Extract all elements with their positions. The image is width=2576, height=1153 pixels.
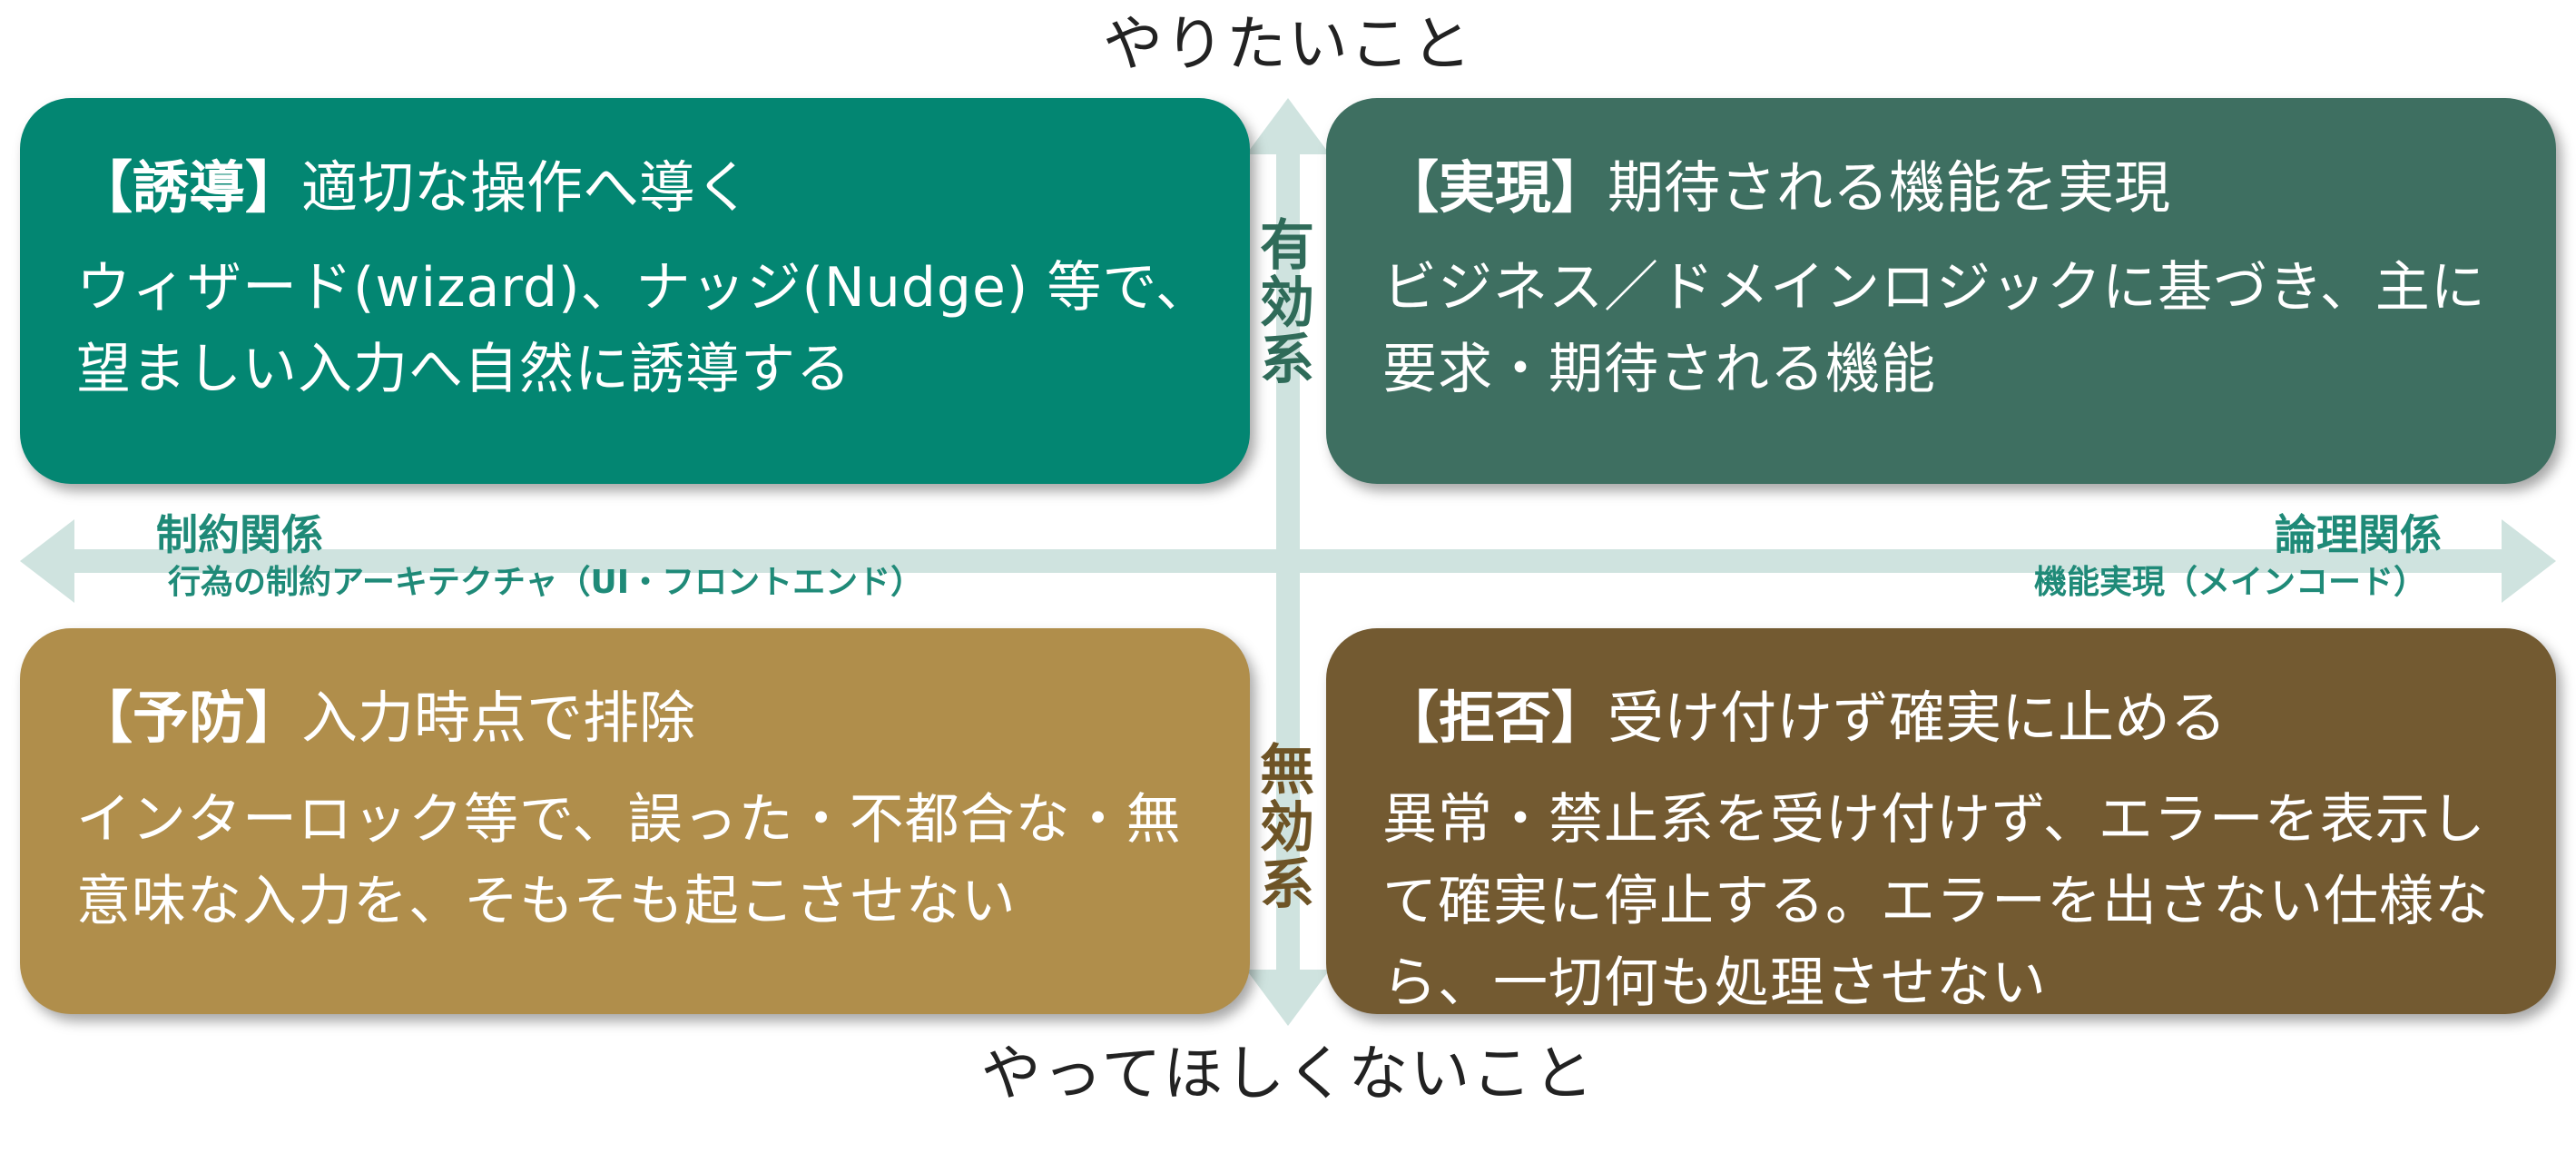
quadrant-description: インターロック等で、誤った・不都合な・無意味な入力を、そもそも起こさせない [76,788,1182,934]
quadrant-tag: 【予防】 [76,685,302,751]
axis-bottom-label: やってほしくないこと [980,1039,1596,1109]
left-arrow-head [20,519,74,603]
quadrant-title: 【実現】期待される機能を実現 [1382,154,2520,222]
quadrant-tag: 【誘導】 [76,154,302,221]
up-arrow-head [1246,98,1330,154]
quadrant-tag: 【実現】 [1382,154,1608,221]
down-arrow-head [1246,970,1330,1026]
vertical-label-char: 系 [1260,853,1314,917]
vertical-axis-line [1276,145,1300,985]
quadrant-description: ビジネス／ドメインロジックに基づき、主に要求・期待される機能 [1382,256,2486,402]
vertical-label-invalid: 無効系 [1251,743,1323,914]
quadrant-rejection: 【拒否】受け付けず確実に止める 異常・禁止系を受け付けず、エラーを表示して確実に… [1326,628,2556,1014]
quadrant-description: 異常・禁止系を受け付けず、エラーを表示して確実に停止する。エラーを出さない仕様な… [1382,788,2490,1014]
vertical-label-valid: 有効系 [1251,218,1323,389]
right-axis-sublabel: 機能実現（メインコード） [2033,564,2426,601]
axis-top-label: やりたいこと [1103,9,1473,79]
vertical-label-char: 無 [1260,739,1314,803]
right-axis-label: 論理関係 [2275,510,2442,559]
quadrant-prevention: 【予防】入力時点で排除 インターロック等で、誤った・不都合な・無意味な入力を、そ… [20,628,1250,1014]
quadrant-tag: 【拒否】 [1382,685,1608,751]
quadrant-guidance: 【誘導】適切な操作へ導く ウィザード(wizard)、ナッジ(Nudge) 等で… [20,98,1250,484]
vertical-label-char: 効 [1260,271,1314,335]
quadrant-title: 【予防】入力時点で排除 [76,685,1214,752]
quadrant-heading: 受け付けず確実に止める [1608,685,2227,751]
quadrant-description: ウィザード(wizard)、ナッジ(Nudge) 等で、望ましい入力へ自然に誘導… [76,256,1212,402]
quadrant-heading: 適切な操作へ導く [301,154,752,221]
right-arrow-head [2502,519,2556,603]
vertical-label-char: 有 [1260,214,1314,278]
quadrant-heading: 期待される機能を実現 [1608,154,2171,221]
quadrant-title: 【誘導】適切な操作へ導く [76,154,1214,222]
vertical-label-char: 系 [1260,329,1314,392]
quadrant-heading: 入力時点で排除 [301,685,696,751]
quadrant-realization: 【実現】期待される機能を実現 ビジネス／ドメインロジックに基づき、主に要求・期待… [1326,98,2556,484]
quadrant-title: 【拒否】受け付けず確実に止める [1382,685,2520,752]
left-axis-label: 制約関係 [156,510,323,559]
vertical-label-char: 効 [1260,796,1314,860]
left-axis-sublabel: 行為の制約アーキテクチャ（UI・フロントエンド） [168,564,924,601]
